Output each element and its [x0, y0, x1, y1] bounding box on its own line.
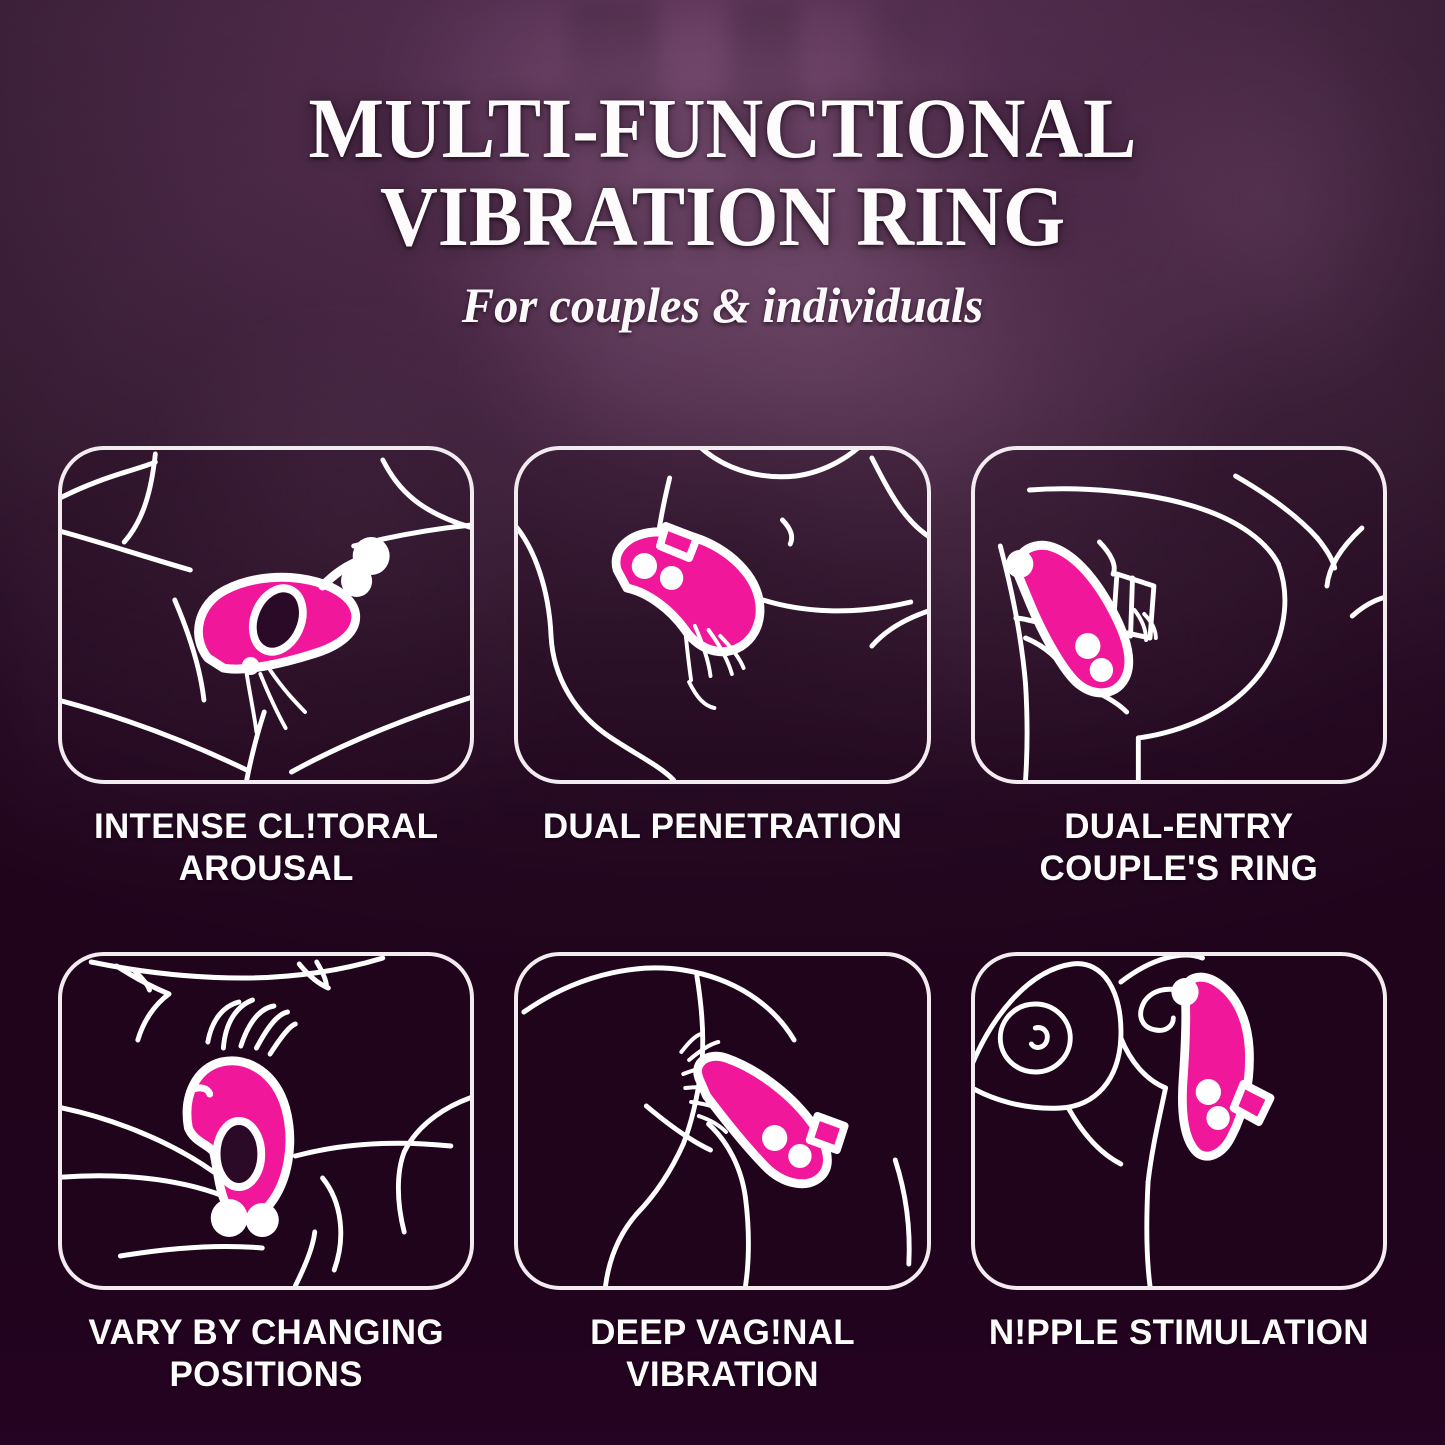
- feature-cell-deep-vaginal-vibration: DEEP VAG!NAL VIBRATION: [514, 952, 931, 1396]
- nipple-stimulation-icon: [974, 956, 1275, 1286]
- deep-vibration-icon: [521, 965, 912, 1286]
- feature-cell-nipple-stimulation: N!PPLE STIMULATION: [970, 952, 1387, 1396]
- device-body: [194, 537, 390, 675]
- feature-caption: DEEP VAG!NAL VIBRATION: [590, 1313, 855, 1394]
- feature-panel-vary-by-changing-positions: [58, 952, 475, 1290]
- poster-header: MULTI-FUNCTIONAL VIBRATION RING For coup…: [0, 84, 1445, 334]
- device-body: [612, 522, 765, 657]
- feature-grid: INTENSE CL!TORAL AROUSAL: [58, 446, 1387, 1396]
- feature-cell-intense-clitoral-arousal: INTENSE CL!TORAL AROUSAL: [58, 446, 475, 890]
- poster-title-line-1: MULTI-FUNCTIONAL: [308, 80, 1137, 176]
- poster-subtitle: For couples & individuals: [461, 277, 984, 333]
- feature-cell-dual-entry-couples-ring: DUAL-ENTRY COUPLE'S RING: [970, 446, 1387, 890]
- poster-title-line-2: VIBRATION RING: [379, 168, 1066, 264]
- feature-panel-dual-entry-couples-ring: [970, 446, 1387, 784]
- feature-caption: VARY BY CHANGING POSITIONS: [88, 1313, 444, 1394]
- feature-cell-vary-by-changing-positions: VARY BY CHANGING POSITIONS: [58, 952, 475, 1396]
- feature-caption: INTENSE CL!TORAL AROUSAL: [93, 807, 439, 888]
- feature-caption: DUAL-ENTRY COUPLE'S RING: [1039, 807, 1319, 888]
- feature-panel-intense-clitoral-arousal: [58, 446, 475, 784]
- clitoral-ring-icon: [62, 451, 471, 780]
- device-body: [1171, 972, 1275, 1161]
- device-body: [693, 1051, 849, 1189]
- device-body: [1005, 540, 1133, 698]
- feature-panel-nipple-stimulation: [970, 952, 1387, 1290]
- feature-panel-dual-penetration: [514, 446, 931, 784]
- dual-penetration-icon: [518, 450, 927, 780]
- device-body: [182, 1056, 295, 1237]
- feature-caption: N!PPLE STIMULATION: [988, 1313, 1369, 1352]
- feature-caption: DUAL PENETRATION: [542, 807, 903, 846]
- couples-ring-icon: [997, 473, 1383, 780]
- feature-panel-deep-vaginal-vibration: [514, 952, 931, 1290]
- feature-cell-dual-penetration: DUAL PENETRATION: [514, 446, 931, 890]
- changing-positions-icon: [62, 956, 471, 1286]
